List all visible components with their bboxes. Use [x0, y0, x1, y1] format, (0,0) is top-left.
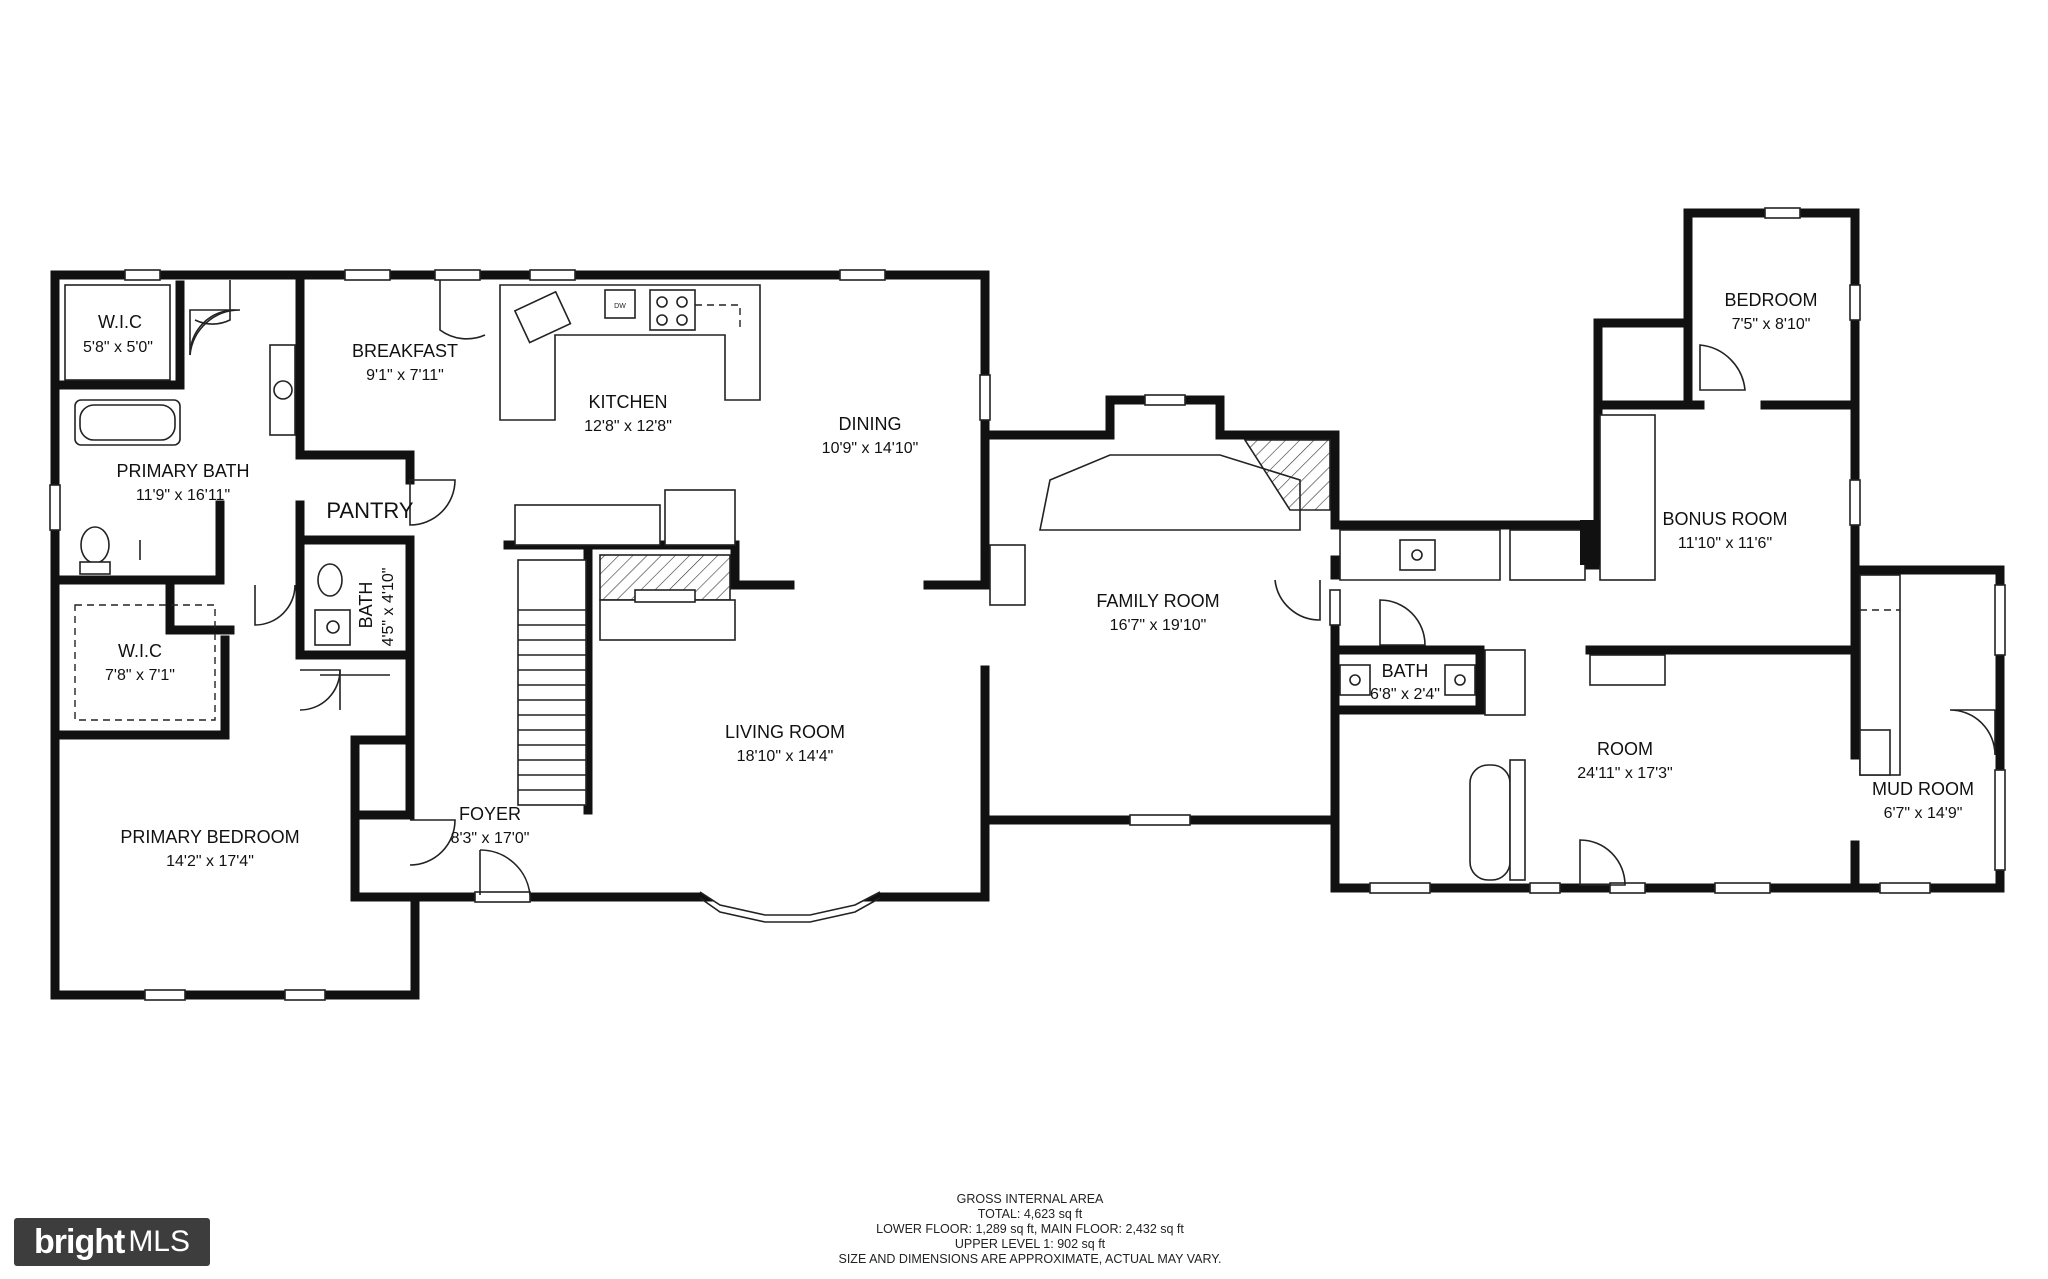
room-dims-bonus-room: 11'10" x 11'6" — [1678, 535, 1772, 552]
room-name-wic-2: W.I.C — [118, 641, 162, 661]
room-dims-breakfast: 9'1" x 7'11" — [366, 367, 444, 384]
room-name-mud-room: MUD ROOM — [1872, 779, 1974, 799]
room-dims-bath-2: 6'8" x 2'4" — [1370, 686, 1440, 703]
room-name-foyer: FOYER — [459, 804, 521, 824]
dishwasher-label: DW — [614, 303, 626, 310]
gross-internal-area: GROSS INTERNAL AREA TOTAL: 4,623 sq ft L… — [760, 1192, 1300, 1267]
doors — [189, 280, 1996, 896]
room-name-pantry: PANTRY — [326, 498, 414, 523]
room-name-primary-bath: PRIMARY BATH — [116, 461, 249, 481]
room-name-dining: DINING — [839, 414, 902, 434]
room-dims-bedroom: 7'5" x 8'10" — [1732, 316, 1811, 333]
room-dims-primary-bath: 11'9" x 16'11" — [136, 487, 230, 504]
room-dims-wic-2: 7'8" x 7'1" — [105, 667, 175, 684]
room-dims-foyer: 8'3" x 17'0" — [451, 830, 530, 847]
area-heading: GROSS INTERNAL AREA — [956, 1192, 1104, 1206]
room-dims-wic-1: 5'8" x 5'0" — [83, 339, 153, 356]
room-labels: W.I.C 5'8" x 5'0" PRIMARY BATH 11'9" x 1… — [83, 290, 1974, 870]
logo-mls-text: MLS — [128, 1225, 190, 1258]
bright-mls-logo: bright MLS — [14, 1218, 210, 1266]
room-dims-room: 24'11" x 17'3" — [1577, 765, 1672, 782]
room-dims-primary-bedroom: 14'2" x 17'4" — [166, 853, 254, 870]
logo-bright-text: bright — [34, 1222, 125, 1261]
room-name-wic-1: W.I.C — [98, 312, 142, 332]
area-floors: LOWER FLOOR: 1,289 sq ft, MAIN FLOOR: 2,… — [876, 1222, 1184, 1236]
room-name-bath-1: BATH — [356, 582, 376, 629]
area-total: TOTAL: 4,623 sq ft — [977, 1207, 1083, 1221]
room-dims-living-room: 18'10" x 14'4" — [737, 748, 834, 765]
windows — [49, 207, 2006, 1001]
room-name-family-room: FAMILY ROOM — [1096, 591, 1219, 611]
room-dims-kitchen: 12'8" x 12'8" — [584, 418, 672, 435]
room-name-primary-bedroom: PRIMARY BEDROOM — [120, 827, 299, 847]
fixtures: DW — [64, 284, 1901, 881]
room-name-kitchen: KITCHEN — [588, 392, 667, 412]
stair-treads — [518, 609, 586, 791]
room-dims-mud-room: 6'7" x 14'9" — [1884, 805, 1963, 822]
room-name-living-room: LIVING ROOM — [725, 722, 845, 742]
room-dims-family-room: 16'7" x 19'10" — [1110, 617, 1207, 634]
area-disclaimer: SIZE AND DIMENSIONS ARE APPROXIMATE, ACT… — [838, 1252, 1222, 1266]
room-name-breakfast: BREAKFAST — [352, 341, 458, 361]
area-upper-level: UPPER LEVEL 1: 902 sq ft — [954, 1237, 1106, 1251]
room-dims-bath-1: 4'5" x 4'10" — [380, 568, 397, 647]
room-name-bonus-room: BONUS ROOM — [1662, 509, 1787, 529]
room-name-bath-2: BATH — [1382, 661, 1429, 681]
room-name-room: ROOM — [1597, 739, 1653, 759]
room-dims-dining: 10'9" x 14'10" — [822, 440, 919, 457]
room-name-bedroom: BEDROOM — [1724, 290, 1817, 310]
